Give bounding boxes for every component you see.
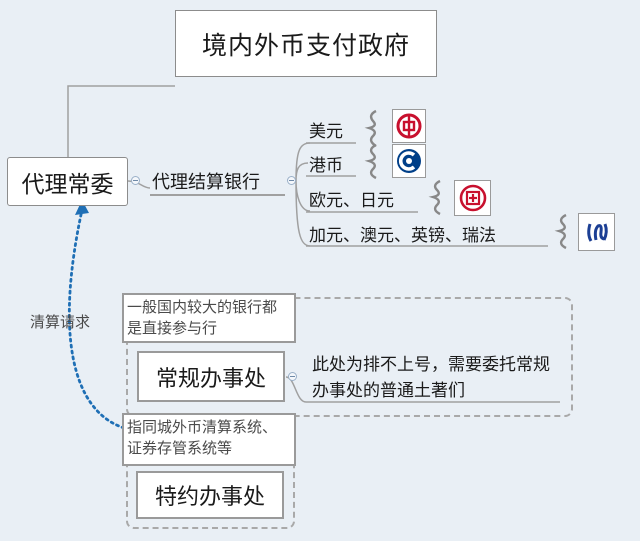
ccb-icon — [392, 144, 426, 178]
regular-office-group — [126, 297, 573, 417]
regular-office-node[interactable]: 常规办事处 — [137, 351, 285, 402]
regular-office-note-text: 一般国内较大的银行都是直接参与行 — [127, 298, 278, 337]
collapse-icon[interactable] — [131, 176, 140, 185]
settlement-bank-label[interactable]: 代理结算银行 — [152, 172, 260, 193]
bank-of-china-icon — [392, 109, 426, 143]
currency-usd[interactable]: 美元 — [309, 122, 343, 142]
special-office-note[interactable]: 指同城外币清算系统、证券存管系统等 — [122, 413, 296, 466]
collapse-icon[interactable] — [287, 176, 296, 185]
title-connector — [67, 85, 175, 158]
root-node[interactable]: 代理常委 — [7, 157, 128, 206]
root-label: 代理常委 — [21, 171, 114, 198]
regular-office-note[interactable]: 一般国内较大的银行都是直接参与行 — [122, 293, 296, 343]
brace-cad — [554, 213, 567, 250]
brace-hkd — [364, 143, 377, 180]
currency-hkd[interactable]: 港币 — [309, 156, 343, 176]
arrowhead-icon — [75, 200, 89, 215]
currency-underlines — [306, 142, 548, 247]
currency-branch-connector — [295, 142, 311, 247]
icbc-icon — [454, 180, 491, 216]
regular-office-description[interactable]: 此处为排不上号，需要委托常规办事处的普通土著们 — [312, 355, 550, 401]
bank-of-communications-icon — [578, 213, 615, 251]
root-bank-connector — [127, 180, 151, 189]
clearing-request-arrow — [68, 208, 126, 430]
special-office-note-text: 指同城外币清算系统、证券存管系统等 — [127, 418, 278, 457]
currency-eur-jpy[interactable]: 欧元、日元 — [309, 191, 394, 211]
special-office-label: 特约办事处 — [154, 485, 265, 510]
clearing-request-label: 清算请求 — [30, 313, 91, 331]
brace-eur — [428, 179, 441, 216]
currency-cad-aud-gbp-chf[interactable]: 加元、澳元、英镑、瑞法 — [309, 226, 496, 246]
collapse-icon[interactable] — [288, 372, 297, 381]
special-office-node[interactable]: 特约办事处 — [136, 471, 284, 519]
brace-usd — [364, 109, 377, 148]
regular-office-label: 常规办事处 — [155, 366, 266, 392]
title-text: 境内外币支付政府 — [201, 30, 410, 60]
bank-underline — [150, 194, 285, 196]
title-box[interactable]: 境内外币支付政府 — [175, 10, 437, 77]
